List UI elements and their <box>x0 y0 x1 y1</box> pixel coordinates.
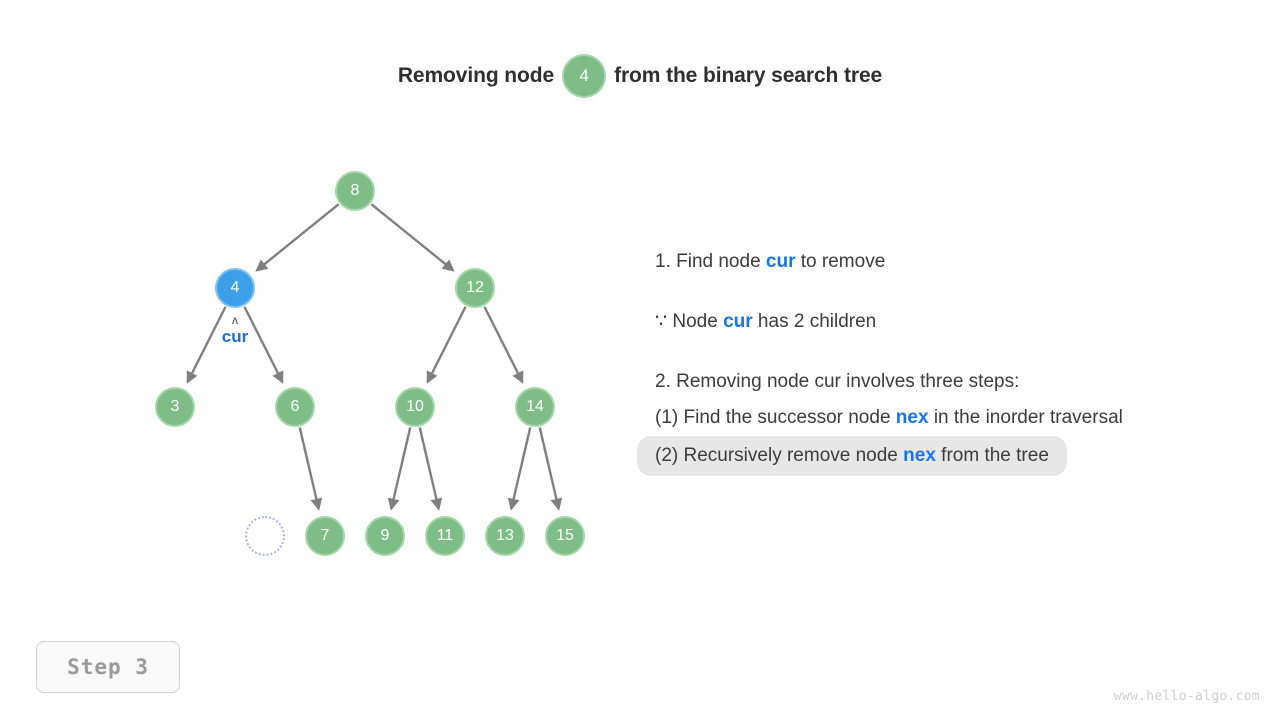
tree-edge-10-9 <box>387 427 412 511</box>
tree-node-3: 3 <box>155 387 195 427</box>
tree-edges-layer <box>186 203 563 511</box>
caret-icon: ʌ <box>232 313 238 327</box>
page-title: Removing node 4 from the binary search t… <box>0 54 1280 98</box>
tree-edge-10-11 <box>418 427 443 511</box>
explanation-line-1-text-b: to remove <box>795 251 886 272</box>
tree-edge-8-4 <box>255 203 340 272</box>
tree-node-11: 11 <box>425 516 465 556</box>
explanation-line-5-keyword: nex <box>903 445 936 466</box>
explanation-line-2-keyword: cur <box>723 311 753 332</box>
tree-node-8: 8 <box>335 171 375 211</box>
title-prefix: Removing node <box>397 64 555 87</box>
title-suffix: from the binary search tree <box>614 64 883 87</box>
tree-node-6: 6 <box>275 387 315 427</box>
tree-edge-12-14 <box>483 306 524 384</box>
explanation-line-2-text-a: ∵ Node <box>655 311 724 332</box>
explanation-spacer-1 <box>637 280 1257 304</box>
explanation-line-2: ∵ Node cur has 2 children <box>637 304 1257 340</box>
explanation-line-4: (1) Find the successor node nex in the i… <box>637 400 1257 436</box>
cur-pointer-label: cur <box>221 327 249 346</box>
explanation-panel: 1. Find node cur to remove ∵ Node cur ha… <box>637 244 1257 476</box>
tree-node-12: 12 <box>455 268 495 308</box>
explanation-line-5-text-b: from the tree <box>935 445 1049 466</box>
explanation-line-4-text-b: in the inorder traversal <box>928 407 1123 428</box>
explanation-line-4-keyword: nex <box>895 407 929 428</box>
explanation-line-1-keyword: cur <box>765 251 796 272</box>
title-node-circle: 4 <box>562 54 607 98</box>
explanation-line-1: 1. Find node cur to remove <box>637 244 1257 280</box>
cur-pointer-annotation: ʌ cur <box>205 314 265 347</box>
tree-node-9: 9 <box>365 516 405 556</box>
tree-node-7: 7 <box>305 516 345 556</box>
tree-edge-4-6 <box>243 306 284 384</box>
tree-edge-4-3 <box>186 306 227 384</box>
tree-edge-6-7 <box>298 427 323 511</box>
explanation-line-5-text-a: (2) Recursively remove node <box>655 445 904 466</box>
tree-node-15: 15 <box>545 516 585 556</box>
tree-edge-14-13 <box>507 427 532 511</box>
explanation-line-4-text-a: (1) Find the successor node <box>655 407 896 428</box>
tree-edge-8-12 <box>370 203 455 272</box>
tree-edge-14-15 <box>538 427 563 511</box>
explanation-spacer-2 <box>637 340 1257 364</box>
explanation-line-5-active: (2) Recursively remove node nex from the… <box>637 436 1067 476</box>
tree-node-10: 10 <box>395 387 435 427</box>
step-badge: Step 3 <box>36 641 180 693</box>
tree-node-placeholder <box>245 516 285 556</box>
explanation-line-3: 2. Removing node cur involves three step… <box>655 371 1020 392</box>
tree-edge-12-10 <box>426 306 467 384</box>
explanation-line-1-text-a: 1. Find node <box>655 251 766 272</box>
watermark: www.hello-algo.com <box>1113 689 1260 704</box>
tree-node-4: 4 <box>215 268 255 308</box>
tree-node-14: 14 <box>515 387 555 427</box>
tree-node-13: 13 <box>485 516 525 556</box>
explanation-line-2-text-b: has 2 children <box>752 311 877 332</box>
